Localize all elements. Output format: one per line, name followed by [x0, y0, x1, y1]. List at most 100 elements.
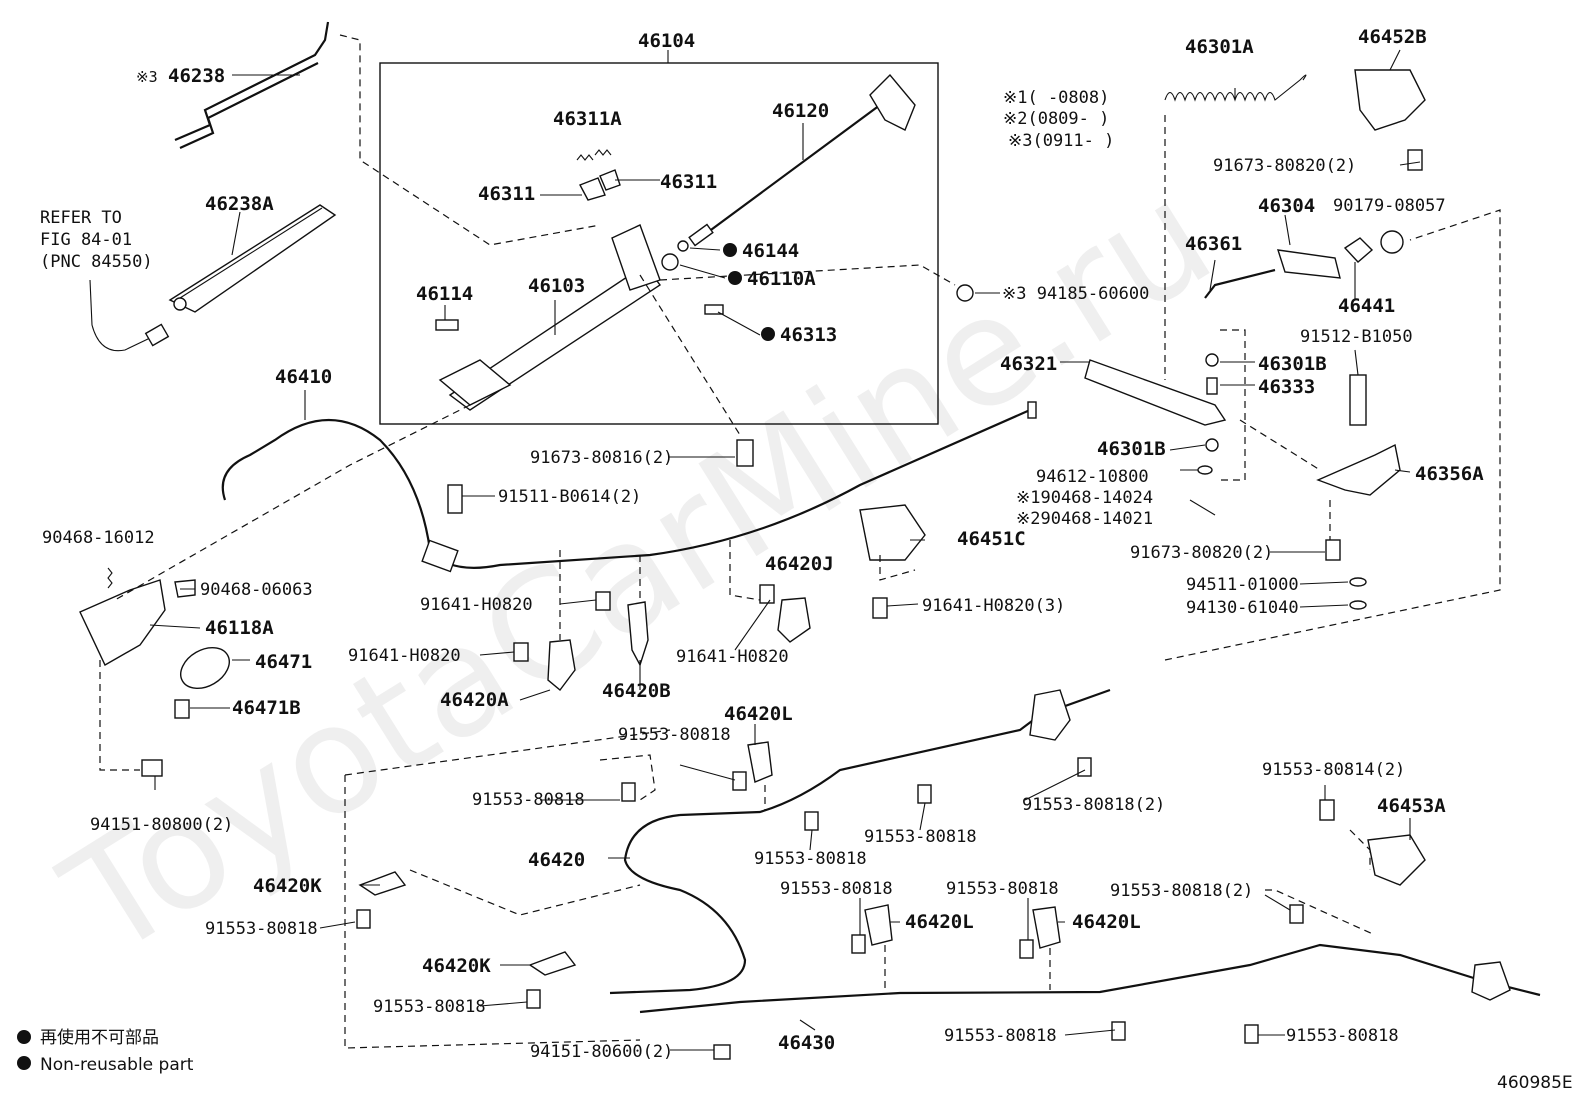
non-reusable-dot-46110A — [728, 271, 742, 285]
cable-46420 — [609, 688, 1111, 995]
label-46361: 46361 — [1185, 233, 1242, 255]
label-46441: 46441 — [1338, 295, 1395, 317]
legend-line1: 再使用不可部品 — [40, 1027, 159, 1048]
bolt-91553-c — [804, 811, 819, 831]
refer-line2: FIG 84-01 — [40, 230, 132, 250]
bolt-91553-f — [851, 934, 866, 954]
label-94151-80600: 94151-80600(2) — [530, 1042, 673, 1062]
bolt-91553-d — [917, 784, 932, 804]
label-91673-80820-top: 91673-80820(2) — [1213, 156, 1356, 176]
note-3: ※3(0911- ) — [1008, 131, 1114, 151]
label-46313: 46313 — [780, 324, 837, 346]
lever-46103 — [438, 224, 662, 411]
label-91553-j: 91553-80818 — [1286, 1026, 1399, 1046]
legend-dot-1 — [17, 1030, 31, 1044]
bracket-46453A — [1367, 834, 1426, 886]
spring-46311A — [576, 149, 612, 161]
nut-94151-80800 — [141, 759, 163, 777]
label-94130: 94130-61040 — [1186, 598, 1299, 618]
clip-90468-16012 — [107, 567, 113, 589]
bolt-91553-i — [1111, 1021, 1126, 1041]
label-91553-f: 91553-80818 — [780, 879, 893, 899]
nut-94151-80600 — [713, 1044, 731, 1060]
label-46301B-a: 46301B — [1258, 353, 1327, 375]
label-46420K-a: 46420K — [253, 875, 322, 897]
label-46453A: 46453A — [1377, 795, 1446, 817]
pin-90468 — [1189, 499, 1216, 516]
bolt-46471B — [174, 699, 190, 719]
label-46420: 46420 — [528, 849, 585, 871]
leader-small — [679, 247, 761, 336]
label-46304: 46304 — [1258, 195, 1315, 217]
label-290468: ※290468-14021 — [1016, 509, 1153, 529]
bushing-46441 — [1343, 237, 1374, 263]
label-91512: 91512-B1050 — [1300, 327, 1413, 347]
leader-right-group — [1060, 49, 1421, 608]
cable-46410 — [221, 401, 1037, 573]
label-46311-right: 46311 — [660, 171, 717, 193]
label-91553-2-right: 91553-80818(2) — [1110, 881, 1253, 901]
label-46321: 46321 — [1000, 353, 1057, 375]
label-46420J: 46420J — [765, 553, 834, 575]
dashed-46356A — [1239, 419, 1331, 540]
label-46420A: 46420A — [440, 689, 509, 711]
leader-46311 — [540, 179, 660, 196]
label-46301A: 46301A — [1185, 36, 1254, 58]
nut-94130 — [1349, 600, 1367, 610]
label-46238: 46238 — [168, 65, 225, 87]
pin-46313 — [704, 304, 724, 315]
latch-46311-right — [599, 169, 621, 191]
label-46118A: 46118A — [205, 617, 274, 639]
dashed-link-91673 — [639, 274, 741, 436]
label-94185: ※3 94185-60600 — [1002, 284, 1149, 304]
nut-46301B-b — [1205, 438, 1219, 452]
label-46238A: 46238A — [205, 193, 274, 215]
label-91553-2-top: 91553-80818(2) — [1022, 795, 1165, 815]
clamp-46420L-top — [747, 741, 773, 783]
label-94151-80800: 94151-80800(2) — [90, 815, 233, 835]
label-46311-left: 46311 — [478, 183, 535, 205]
plate-46321 — [1084, 359, 1227, 426]
clamp-46420L-b — [1032, 906, 1061, 949]
leader-46238A — [231, 211, 241, 256]
dashed-link-46118A — [114, 404, 471, 601]
note-1: ※1( -0808) — [1003, 88, 1109, 108]
assembly-box-46104 — [379, 62, 939, 425]
label-190468: ※190468-14024 — [1016, 488, 1153, 508]
dashed-46420L-lower — [884, 945, 1051, 990]
label-91673-80816: 91673-80816(2) — [530, 448, 673, 468]
label-46430: 46430 — [778, 1032, 835, 1054]
pulley-46471 — [180, 647, 230, 689]
leader-mid-group — [479, 539, 925, 701]
bolt-91553-b — [732, 771, 747, 791]
bolt-91641-H0820-a — [595, 591, 611, 611]
dashed-46420K — [409, 869, 641, 916]
dashed-frame-lower — [344, 775, 641, 1049]
clamp-46420B — [627, 601, 649, 667]
label-90468-16012: 90468-16012 — [42, 528, 155, 548]
leader-46118A-group — [149, 588, 250, 709]
dashed-link-94151 — [99, 660, 140, 771]
label-91553-e: 91553-80818 — [205, 919, 318, 939]
label-46104: 46104 — [638, 30, 695, 52]
label-46420L-top: 46420L — [724, 703, 793, 725]
latch-46311-left — [579, 177, 606, 201]
label-46120: 46120 — [772, 100, 829, 122]
bolt-91553-e — [356, 909, 371, 929]
nut-94185 — [956, 284, 974, 302]
refer-line3: (PNC 84550) — [40, 252, 153, 272]
legend-line2: Non-reusable part — [40, 1055, 194, 1075]
bolt-91641-H0820-b — [513, 642, 529, 662]
label-91641-b: 91641-H0820 — [348, 646, 461, 666]
label-91553-80814: 91553-80814(2) — [1262, 760, 1405, 780]
handle-46120 — [688, 73, 916, 247]
washer-46110A — [661, 253, 679, 271]
clamp-46420L-a — [864, 904, 893, 946]
collar-46333 — [1206, 377, 1218, 395]
bolt-91673-80816 — [736, 439, 754, 467]
dashed-bolt-a — [599, 754, 656, 801]
label-91553-c: 91553-80818 — [754, 849, 867, 869]
label-46301B-b: 46301B — [1097, 438, 1166, 460]
label-91553-h: 91553-80818 — [373, 997, 486, 1017]
